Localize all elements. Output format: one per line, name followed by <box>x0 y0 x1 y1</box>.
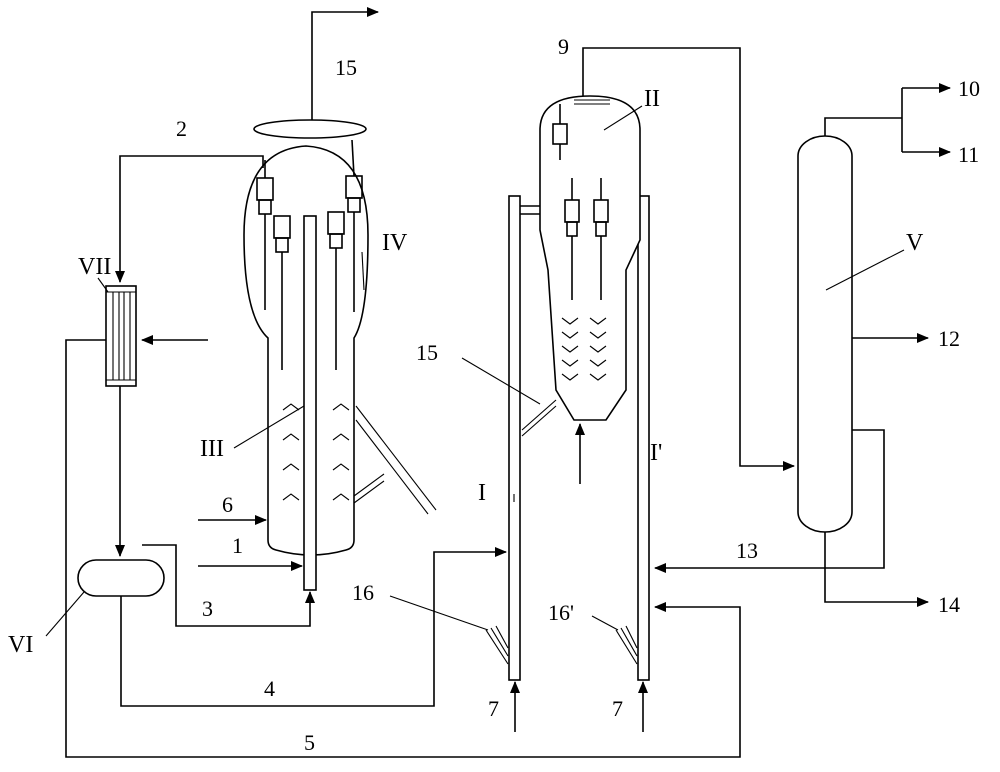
inclined-pipe-iv-d <box>353 480 385 504</box>
label-stream-2: 2 <box>176 116 187 141</box>
inclined-pipe-iv-a <box>355 405 437 511</box>
inclined-pipe-iv-b <box>355 419 429 515</box>
line-5 <box>65 339 741 758</box>
gas-collector-ring <box>253 119 367 139</box>
leader-vii <box>97 277 109 293</box>
label-stream-7-right: 7 <box>612 696 623 721</box>
riser-i-prime <box>637 195 650 681</box>
label-stream-11: 11 <box>958 142 979 167</box>
label-vessel-ii: II <box>644 86 660 112</box>
leader-16-prime <box>591 615 619 631</box>
leader-ii <box>603 105 643 131</box>
recycle-line-13 <box>654 429 885 573</box>
column-v-overhead <box>824 117 902 136</box>
label-stream-14: 14 <box>938 592 960 617</box>
gas-outlet-line-15 <box>311 7 379 120</box>
line-15-b <box>521 405 557 437</box>
line-15-a <box>521 399 557 431</box>
label-exchanger-vii: VII <box>78 254 111 280</box>
feed-line-3 <box>142 544 315 627</box>
inclined-pipe-iv-c <box>353 473 385 497</box>
label-stream-7-left: 7 <box>488 696 499 721</box>
label-vessel-iv: IV <box>382 230 408 256</box>
label-stream-15-mid: 15 <box>416 340 438 365</box>
cyclone-group-iv <box>256 139 363 370</box>
vessel-ii <box>539 95 641 421</box>
riser-i <box>508 195 521 681</box>
label-riser-i-prime: I' <box>650 440 662 466</box>
label-stream-12: 12 <box>938 326 960 351</box>
inlet-16-hatch <box>485 625 509 665</box>
label-riser-i: I <box>478 480 486 506</box>
heat-exchanger-vii <box>105 285 137 387</box>
leader-iii <box>233 405 305 449</box>
label-stream-16: 16 <box>352 580 374 605</box>
reactor-riser-iii <box>303 215 317 591</box>
leader-vi <box>45 591 85 637</box>
label-column-v: V <box>906 230 924 256</box>
leader-16 <box>389 595 489 631</box>
leader-v <box>825 249 905 291</box>
line-4 <box>120 547 507 707</box>
label-stream-5: 5 <box>304 730 315 755</box>
bottoms-line-14 <box>824 532 929 607</box>
line-9 <box>582 47 795 471</box>
line-2 <box>115 155 264 283</box>
cyclone-group-ii <box>552 104 609 300</box>
label-stream-3: 3 <box>202 596 213 621</box>
leader-iv <box>361 251 365 291</box>
internal-baffles-iii <box>282 403 350 501</box>
label-stream-16-prime: 16' <box>548 600 574 625</box>
label-reactor-iii: III <box>200 436 224 462</box>
label-stream-4: 4 <box>264 676 275 701</box>
label-stream-15-top: 15 <box>335 55 357 80</box>
label-stream-1: 1 <box>232 533 243 558</box>
column-v <box>797 135 853 533</box>
internal-baffles-ii <box>561 317 607 381</box>
drum-vi <box>77 559 165 597</box>
label-stream-9: 9 <box>558 34 569 59</box>
inlet-16-prime-hatch <box>615 625 638 665</box>
label-stream-10: 10 <box>958 76 980 101</box>
label-stream-6: 6 <box>222 492 233 517</box>
label-stream-13: 13 <box>736 538 758 563</box>
leader-15-mid <box>461 357 541 405</box>
label-drum-vi: VI <box>8 632 33 658</box>
